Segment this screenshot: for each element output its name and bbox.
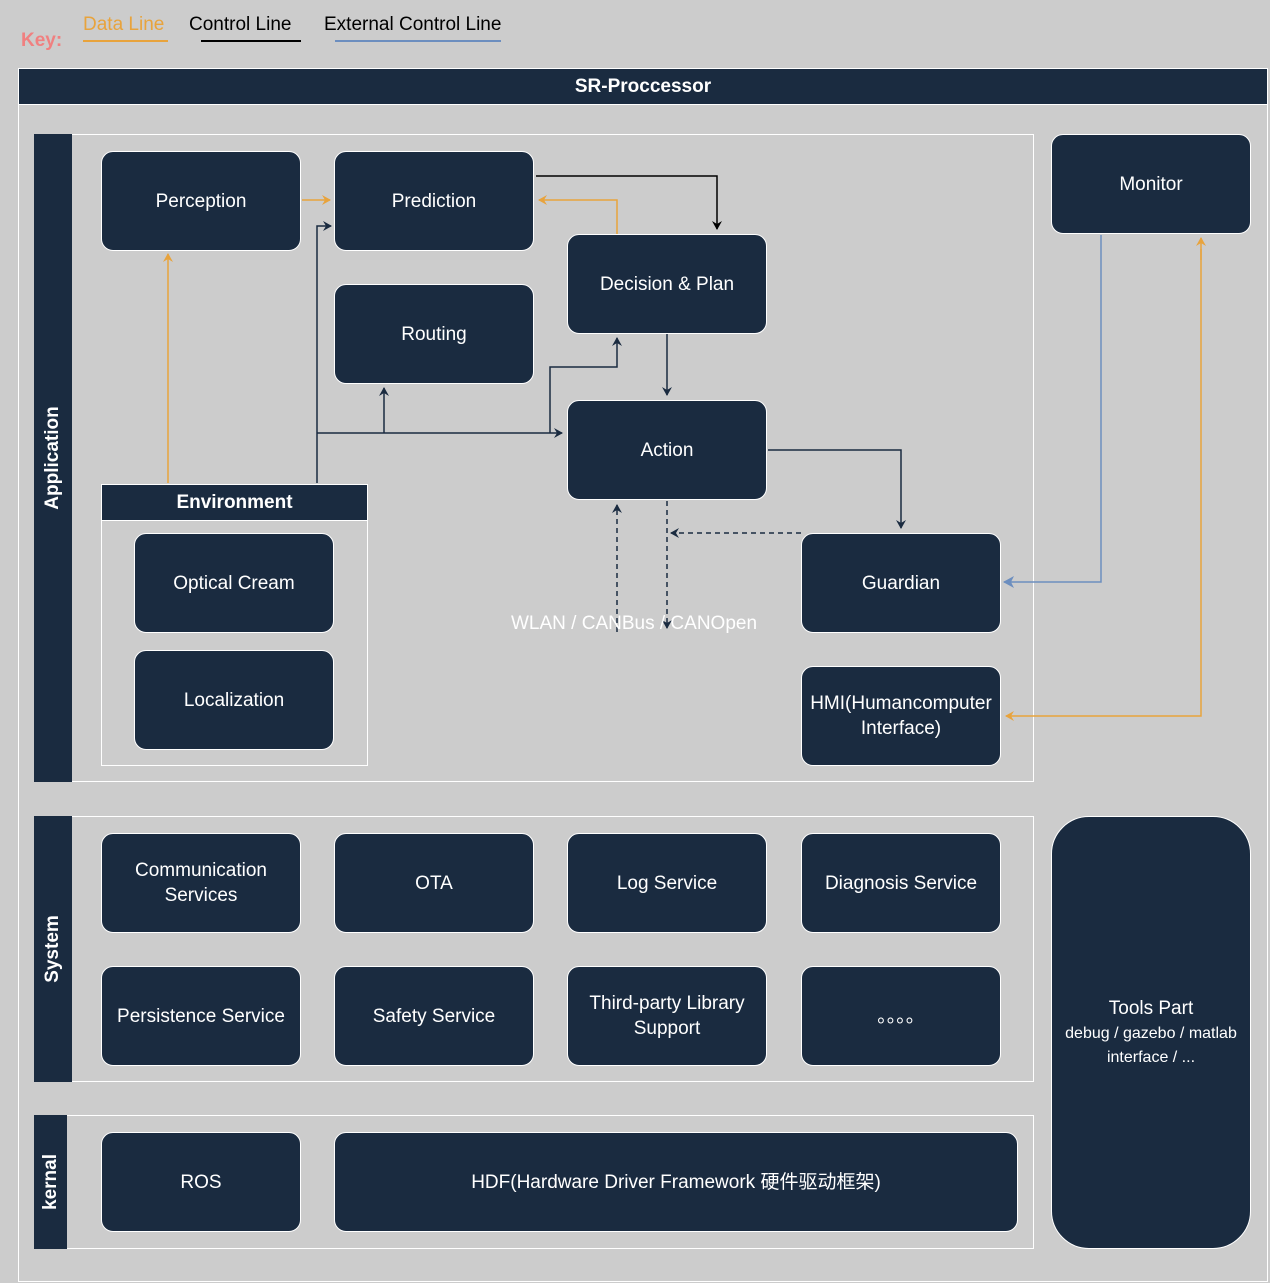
ros-node: ROS <box>101 1132 301 1232</box>
key-control-line: Control Line <box>189 14 292 35</box>
tools-part-node: Tools Part debug / gazebo / matlab inter… <box>1051 816 1251 1249</box>
key-external-control-line: External Control Line <box>324 14 502 35</box>
routing-label: Routing <box>401 323 467 345</box>
prediction-to-decision-line <box>536 175 722 230</box>
header-bar: SR-Proccessor <box>18 68 1268 105</box>
ros-label: ROS <box>180 1171 222 1193</box>
monitor-node: Monitor <box>1051 134 1251 234</box>
prediction-node: Prediction <box>334 151 534 251</box>
application-label: Application <box>34 134 72 782</box>
more-services-label: 。。。。 <box>877 1005 925 1027</box>
bus-label: WLAN / CANBus / CANOpen <box>511 613 758 634</box>
main-frame <box>18 104 1268 1282</box>
diagnosis-service-label: Diagnosis Service <box>824 872 978 894</box>
ota-label: OTA <box>415 872 453 894</box>
third-party-label-line2: Support <box>633 1018 701 1039</box>
tools-part-subtitle-line1: debug / gazebo / matlab <box>1065 1024 1237 1042</box>
optical-cream-label: Optical Cream <box>173 572 295 594</box>
environment-trunk-line <box>316 221 332 483</box>
optical-cream-node: Optical Cream <box>134 533 334 633</box>
third-party-label-line1: Third-party Library <box>589 993 745 1014</box>
key-data-line: Data Line <box>83 14 165 35</box>
hdf-label: HDF(Hardware Driver Framework 硬件驱动框架) <box>471 1171 881 1193</box>
hmi-node: HMI(Humancomputer Interface) <box>801 666 1001 766</box>
guardian-label: Guardian <box>861 572 941 594</box>
safety-service-label: Safety Service <box>372 1005 496 1027</box>
routing-node: Routing <box>334 284 534 384</box>
monitor-to-guardian-line <box>1003 235 1102 588</box>
environment-header: Environment <box>101 484 368 521</box>
safety-service-node: Safety Service <box>334 966 534 1066</box>
hmi-label-line2: Interface) <box>860 718 942 739</box>
monitor-label: Monitor <box>1119 173 1183 195</box>
localization-node: Localization <box>134 650 334 750</box>
communication-services-node: Communication Services <box>101 833 301 933</box>
action-label: Action <box>640 439 694 461</box>
log-service-node: Log Service <box>567 833 767 933</box>
environment-title: Environment <box>176 491 293 513</box>
perception-node: Perception <box>101 151 301 251</box>
header-title: SR-Proccessor <box>574 75 712 97</box>
tools-part-title: Tools Part <box>1108 997 1194 1019</box>
communication-label-line1: Communication <box>135 860 267 881</box>
system-label: System <box>34 816 72 1082</box>
ota-node: OTA <box>334 833 534 933</box>
decision-to-prediction-line <box>538 195 618 234</box>
hmi-label-line1: HMI(Humancomputer <box>810 693 992 714</box>
action-to-guardian-line <box>768 449 906 529</box>
guardian-node: Guardian <box>801 533 1001 633</box>
diagnosis-service-node: Diagnosis Service <box>801 833 1001 933</box>
prediction-label: Prediction <box>391 190 477 212</box>
action-node: Action <box>567 400 767 500</box>
third-party-library-node: Third-party Library Support <box>567 966 767 1066</box>
key-label: Key: <box>21 30 63 51</box>
decision-plan-label: Decision & Plan <box>599 273 735 295</box>
key-data-line-swatch <box>83 40 168 42</box>
log-service-label: Log Service <box>616 872 718 894</box>
perception-label: Perception <box>155 190 247 212</box>
monitor-hmi-line <box>1005 249 1202 721</box>
communication-label-line2: Services <box>164 885 238 906</box>
more-services-node: 。。。。 <box>801 966 1001 1066</box>
key-external-control-line-swatch <box>335 40 501 42</box>
persistence-service-label: Persistence Service <box>117 1005 285 1027</box>
tools-part-subtitle-line2: interface / ... <box>1106 1048 1196 1066</box>
kernel-label: kernal <box>34 1115 67 1249</box>
action-branch-to-decision-line <box>549 337 622 433</box>
hdf-node: HDF(Hardware Driver Framework 硬件驱动框架) <box>334 1132 1018 1232</box>
decision-plan-node: Decision & Plan <box>567 234 767 334</box>
localization-label: Localization <box>183 689 285 711</box>
persistence-service-node: Persistence Service <box>101 966 301 1066</box>
key-control-line-swatch <box>201 40 301 42</box>
